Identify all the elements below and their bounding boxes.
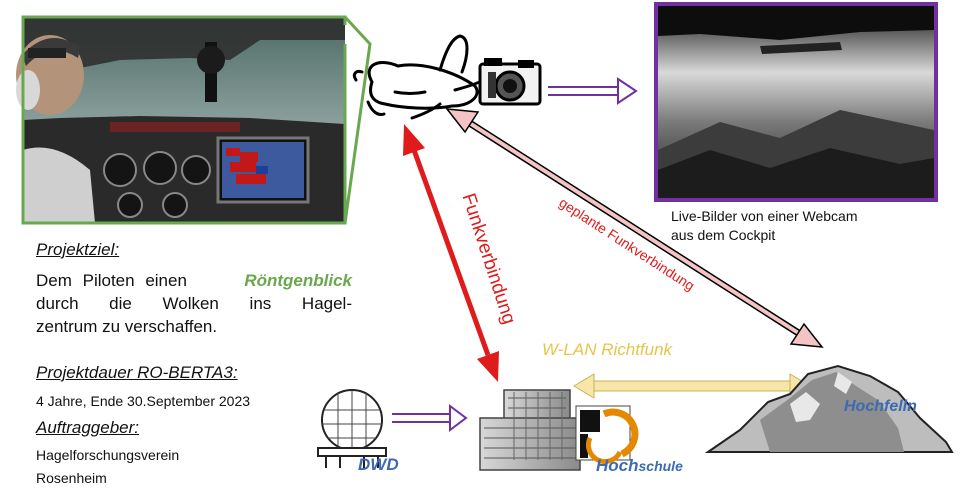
duration-text: 4 Jahre, Ende 30.September 2023 <box>36 393 251 409</box>
hochschule-label-rest: schule <box>638 458 683 474</box>
project-goal-heading: Projektziel: <box>36 240 120 259</box>
hochschule-label-bold: Hoch <box>596 456 639 475</box>
project-goal-text-start: Dem Piloten einen <box>36 271 187 290</box>
webcam-caption-line-1: Live-Bilder von einer Webcam <box>671 208 858 224</box>
camera-icon <box>478 58 542 106</box>
arrow-wlan <box>573 373 811 399</box>
duration-heading: Projektdauer RO-BERTA3: <box>36 363 238 382</box>
client-heading: Auftraggeber: <box>36 418 140 437</box>
webcam-caption-line-2: aus dem Cockpit <box>671 227 776 243</box>
project-goal-line-1: Dem Piloten einen Röntgenblick <box>36 269 352 292</box>
project-goal-line-3: zentrum zu verschaffen. <box>36 317 218 336</box>
client-line-2: Rosenheim <box>36 470 107 486</box>
airplane-icon <box>352 34 488 120</box>
webcam-image <box>654 2 938 202</box>
hochschule-logo-icon <box>575 405 639 465</box>
cockpit-photo <box>16 17 345 223</box>
hochschule-label: Hochschule <box>596 456 683 476</box>
radar-dome-icon <box>317 389 387 468</box>
project-goal-highlight: Röntgenblick <box>244 271 352 290</box>
dwd-label: DWD <box>358 455 399 474</box>
wlan-label: W-LAN Richtfunk <box>542 340 673 359</box>
arrow-dwd-to-hochschule <box>392 404 468 432</box>
hochfelln-label: Hochfelln <box>844 398 917 415</box>
arrow-planned-funkverbindung <box>445 108 824 348</box>
arrow-funkverbindung <box>403 124 499 382</box>
project-goal-line-2: durch die Wolken ins Hagel- <box>36 294 352 313</box>
arrow-camera-to-webcam <box>548 77 638 105</box>
hochschule-building-icon <box>479 389 581 471</box>
client-line-1: Hagelforschungsverein <box>36 447 180 463</box>
photo-callout-frame <box>21 15 372 225</box>
hochfelln-mountain-icon <box>704 364 954 453</box>
